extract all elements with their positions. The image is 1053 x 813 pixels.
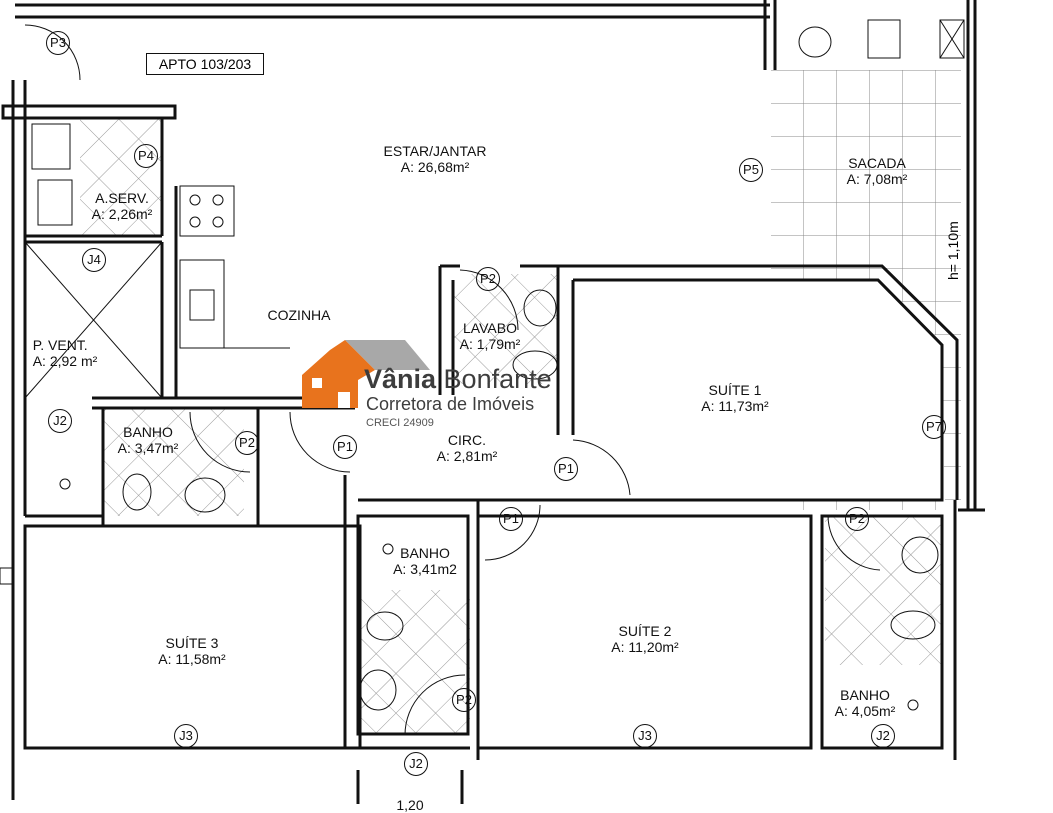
door-tag-p4: P4: [134, 144, 158, 168]
door-tag-p1-suite2: P1: [499, 507, 523, 531]
aserv-tile: [80, 118, 162, 236]
room-label-estar: ESTAR/JANTAR A: 26,68m²: [383, 143, 487, 175]
window-tag-j2-banho3: J2: [871, 724, 895, 748]
bottom-dimension: 1,20: [396, 797, 424, 813]
door-tag-p2-banho1: P2: [235, 431, 259, 455]
door-tag-p1-circ: P1: [333, 435, 357, 459]
room-label-suite3: SUÍTE 3 A: 11,58m²: [158, 635, 226, 667]
door-tag-p1-suite1: P1: [554, 457, 578, 481]
door-tag-p2-banho2: P2: [452, 688, 476, 712]
door-tag-p2-banho3: P2: [845, 507, 869, 531]
door-tag-p2-lavabo: P2: [476, 267, 500, 291]
watermark-name: Vânia Bonfante: [364, 364, 552, 394]
window-tag-j3-suite2: J3: [633, 724, 657, 748]
door-tag-p5: P5: [739, 158, 763, 182]
watermark-creci: CRECI 24909: [366, 417, 434, 429]
window-tag-j4: J4: [82, 248, 106, 272]
banho2-tile: [358, 590, 470, 735]
window-tag-j2-left: J2: [48, 409, 72, 433]
watermark-subtitle: Corretora de Imóveis: [366, 394, 535, 414]
room-label-suite1: SUÍTE 1 A: 11,73m²: [701, 382, 769, 414]
room-label-pvent: P. VENT. A: 2,92 m²: [32, 337, 98, 369]
door-tag-p7: P7: [922, 415, 946, 439]
lavabo-tile: [453, 274, 558, 384]
watermark-logo: [302, 340, 430, 408]
window-tag-j3-suite3: J3: [174, 724, 198, 748]
room-label-lavabo: LAVABO A: 1,79m²: [459, 320, 521, 352]
banho3-tile: [825, 515, 943, 665]
railing-height-note: h= 1,10m: [945, 221, 961, 280]
room-label-cozinha: COZINHA: [267, 307, 331, 323]
room-label-circ: CIRC. A: 2,81m²: [436, 432, 498, 464]
room-label-banho2: BANHO A: 3,41m2: [393, 545, 457, 577]
room-label-sacada: SACADA A: 7,08m²: [846, 155, 908, 187]
door-tag-p3: P3: [46, 31, 70, 55]
room-label-banho1: BANHO A: 3,47m²: [117, 424, 179, 456]
room-label-suite2: SUÍTE 2 A: 11,20m²: [611, 623, 679, 655]
apartment-title: APTO 103/203: [146, 53, 264, 75]
banho1-tile: [104, 408, 244, 516]
room-label-aserv: A.SERV. A: 2,26m²: [91, 190, 153, 222]
window-tag-j2-banho2: J2: [404, 752, 428, 776]
room-label-banho3: BANHO A: 4,05m²: [834, 687, 896, 719]
